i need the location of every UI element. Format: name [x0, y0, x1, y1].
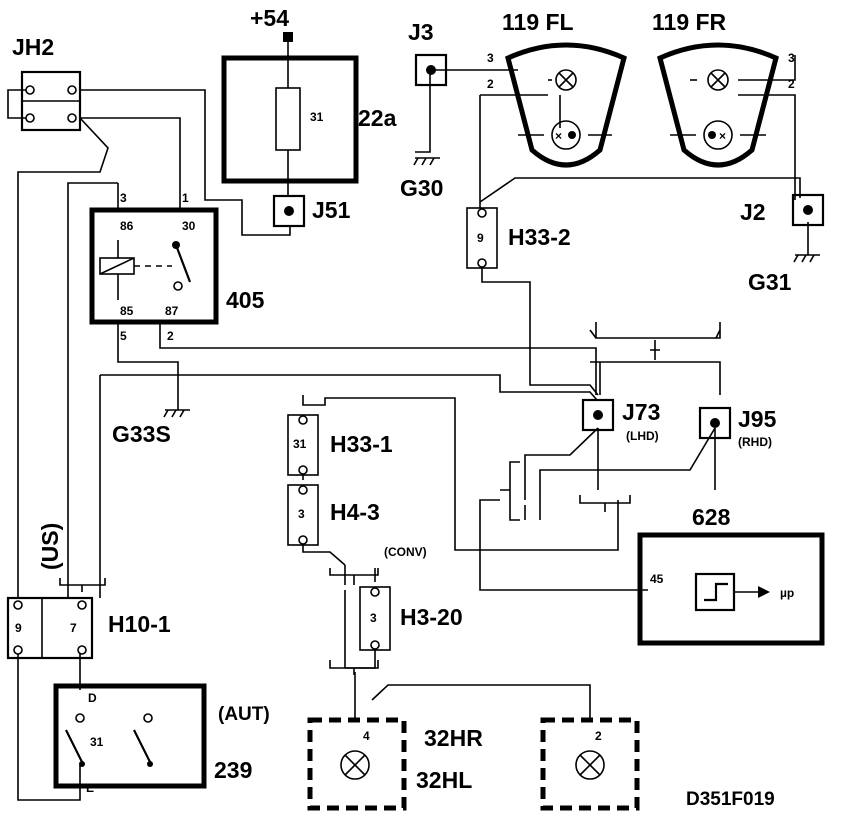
relay-22a: +54 31 22a J51 — [221, 5, 397, 228]
g30-label: G30 — [400, 175, 443, 201]
svg-text:3: 3 — [788, 51, 795, 65]
connector-h33-2: 9 H33-2 — [466, 207, 571, 269]
headlamp-fl: × 119 FL 3 2 — [487, 9, 627, 168]
h3-20-label: H3-20 — [400, 604, 463, 630]
connector-j3: J3 G30 — [400, 19, 448, 201]
j95-label: J95 — [738, 406, 777, 432]
connector-j95: J95 (RHD) — [698, 406, 777, 449]
connector-jh2: JH2 — [12, 34, 82, 132]
svg-text:45: 45 — [650, 572, 664, 586]
svg-text:3: 3 — [298, 507, 305, 521]
figure-id: D351F019 — [686, 789, 775, 810]
lhd-label: (LHD) — [626, 429, 659, 443]
svg-text:9: 9 — [477, 231, 484, 245]
h33-2-label: H33-2 — [508, 224, 571, 250]
svg-text:5: 5 — [120, 329, 127, 343]
svg-text:9: 9 — [15, 621, 22, 635]
svg-text:3: 3 — [120, 191, 127, 205]
lamp-32hr: 2 32HR — [424, 717, 640, 811]
connector-h10-1: 9 7 H10-1 — [6, 596, 171, 660]
svg-text:1: 1 — [182, 191, 189, 205]
ground-g33s: G33S — [112, 409, 190, 447]
unit-628: 628 45 µp — [637, 504, 825, 646]
ground-g30-symbol — [413, 157, 440, 166]
g33s-label: G33S — [112, 421, 171, 447]
svg-text:2: 2 — [788, 77, 795, 91]
j2-label: J2 — [740, 199, 766, 225]
h4-3-label: H4-3 — [330, 499, 380, 525]
svg-text:86: 86 — [120, 219, 134, 233]
aut-label: (AUT) — [218, 704, 270, 725]
lamp-32hl: 4 32HL — [307, 717, 472, 811]
relay22a-label: 22a — [358, 105, 397, 131]
fuse31-label: 31 — [310, 110, 324, 124]
plus54-label: +54 — [250, 5, 289, 31]
switch239-label: 239 — [214, 757, 252, 783]
j51-label: J51 — [312, 197, 351, 223]
h10-1-label: H10-1 — [108, 611, 171, 637]
j73-label: J73 — [622, 399, 660, 425]
connector-j73: J73 (LHD) — [581, 398, 660, 443]
connector-h4-3: 3 H4-3 — [287, 484, 380, 546]
mu-p-label: µp — [780, 586, 794, 600]
g31-label: G31 — [748, 269, 792, 295]
svg-text:7: 7 — [70, 621, 77, 635]
svg-text:2: 2 — [595, 729, 602, 743]
svg-text:85: 85 — [120, 304, 134, 318]
svg-text:4: 4 — [363, 729, 370, 743]
svg-text:3: 3 — [487, 51, 494, 65]
us-label: (US) — [37, 523, 63, 570]
unit628-label: 628 — [692, 504, 731, 530]
wires — [7, 40, 809, 801]
h33-1-label: H33-1 — [330, 431, 393, 457]
svg-text:31: 31 — [293, 437, 307, 451]
svg-text:×: × — [719, 129, 726, 143]
lamp-32hr-label: 32HR — [424, 725, 483, 751]
headlamp-fr: × 119 FR 3 2 — [652, 9, 795, 168]
lamp-fl-label: 119 FL — [502, 9, 574, 35]
relay405-label: 405 — [226, 287, 265, 313]
bracket-marks — [59, 329, 721, 675]
svg-text:E: E — [86, 781, 94, 795]
svg-text:2: 2 — [487, 77, 494, 91]
svg-text:×: × — [555, 129, 562, 143]
svg-text:87: 87 — [165, 304, 179, 318]
rhd-label: (RHD) — [738, 435, 772, 449]
svg-text:30: 30 — [182, 219, 196, 233]
svg-text:3: 3 — [370, 611, 377, 625]
conv-label: (CONV) — [384, 545, 427, 559]
ground-g31-symbol — [793, 254, 820, 263]
connector-j2: J2 G31 — [740, 193, 825, 295]
jh2-label: JH2 — [12, 34, 54, 60]
lamp-32hl-label: 32HL — [416, 767, 472, 793]
connector-h3-20: 3 H3-20 — [359, 586, 463, 651]
svg-text:31: 31 — [90, 735, 104, 749]
switch-239: D 31 E 239 (AUT) — [53, 683, 270, 795]
relay-405: 3 1 86 30 85 87 5 2 405 — [89, 191, 265, 343]
svg-text:D: D — [88, 691, 97, 705]
j3-label: J3 — [408, 19, 434, 45]
svg-text:2: 2 — [167, 329, 174, 343]
connector-h33-1: 31 H33-1 — [287, 414, 393, 476]
lamp-fr-label: 119 FR — [652, 9, 727, 35]
